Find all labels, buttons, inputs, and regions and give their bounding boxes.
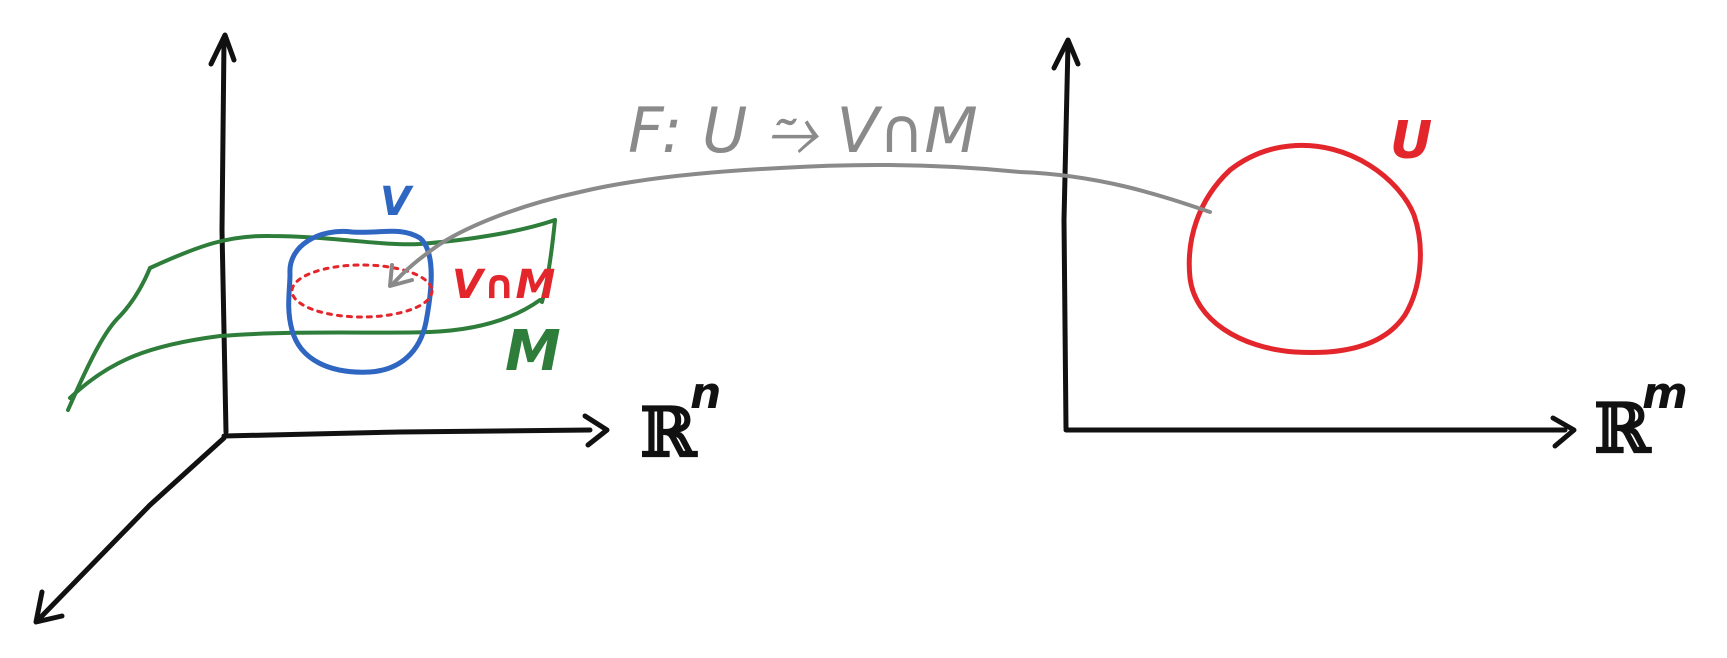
intersection-vm-label: V∩M xyxy=(452,262,555,308)
manifold-m-label: M xyxy=(505,319,561,384)
neighborhood-v-loop xyxy=(286,228,434,375)
left-space-label: ℝ xyxy=(640,393,698,473)
left-vertical-arrowhead xyxy=(208,32,237,67)
map-f-curve xyxy=(390,162,1212,287)
left-horizontal-arrowhead xyxy=(582,413,610,448)
manifold-right-edge xyxy=(540,218,557,304)
right-space-exponent: m xyxy=(1642,368,1688,419)
right-vertical-arrowhead xyxy=(1051,37,1081,71)
right-space-label: ℝ xyxy=(1594,389,1652,469)
domain-u-loop xyxy=(1186,142,1423,355)
right-axes xyxy=(1051,37,1577,449)
left-vertical-axis xyxy=(219,37,229,435)
left-depth-axis xyxy=(37,435,227,621)
neighborhood-v-label: V xyxy=(380,179,414,225)
manifold-bottom-edge xyxy=(68,298,542,400)
manifold-top-edge xyxy=(148,218,557,270)
left-horizontal-axis xyxy=(221,427,593,439)
domain-u-label: U xyxy=(1390,111,1432,171)
left-axes xyxy=(33,32,610,625)
map-f-arrowhead xyxy=(388,263,414,288)
left-space-exponent: n xyxy=(690,368,721,419)
map-f-label: F: U ⥲ V∩M xyxy=(628,94,978,167)
left-depth-arrowhead xyxy=(33,589,65,625)
right-vertical-axis xyxy=(1061,41,1071,431)
manifold-surface xyxy=(66,218,557,412)
manifold-left-edge xyxy=(66,266,152,412)
right-horizontal-arrowhead xyxy=(1550,415,1577,449)
intersection-vm-region xyxy=(290,263,434,319)
